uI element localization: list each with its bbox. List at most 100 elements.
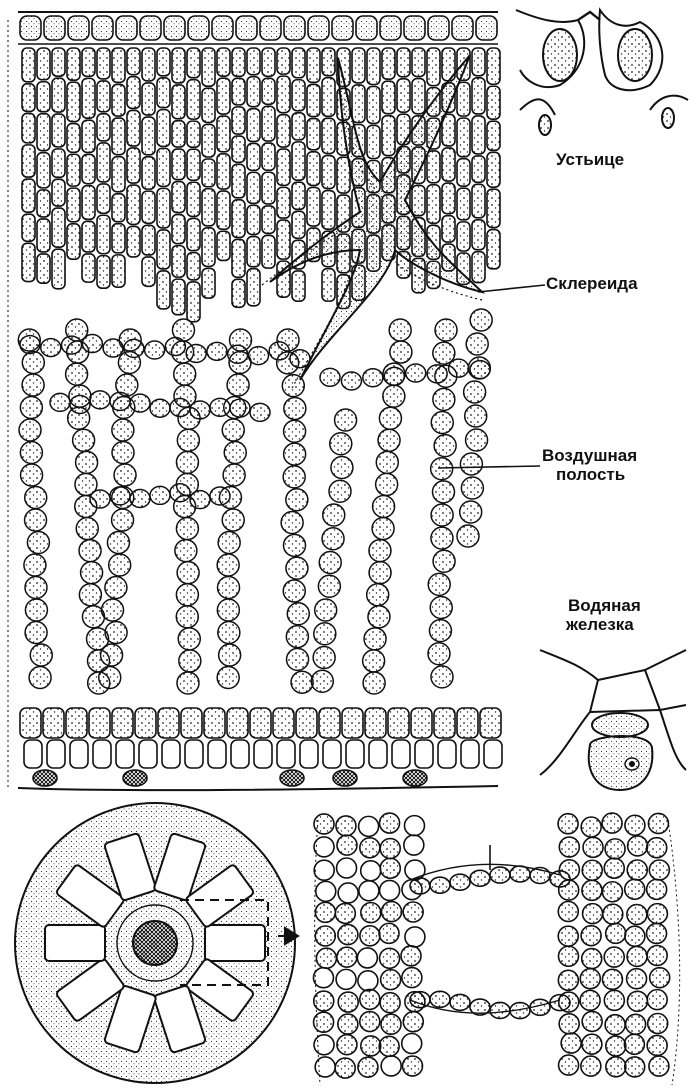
- epidermis-cell: [428, 16, 449, 40]
- spongy-cell: [22, 352, 44, 374]
- spongy-cell: [207, 342, 227, 360]
- spongy-cell: [390, 341, 412, 363]
- spongy-cell: [105, 577, 127, 599]
- tissue-cell: [361, 903, 381, 923]
- palisade-cell: [127, 226, 140, 257]
- tissue-cell: [582, 880, 602, 900]
- spongy-cell: [284, 397, 306, 419]
- palisade-cell: [472, 48, 485, 76]
- spongy-cell: [466, 333, 488, 355]
- lower-cell: [162, 740, 180, 768]
- tissue-cell: [627, 946, 647, 966]
- spongy-cell: [24, 554, 46, 576]
- tissue-cell: [336, 969, 356, 989]
- palisade-cell: [367, 48, 380, 85]
- palisade-cell: [292, 182, 305, 209]
- bridge-cell: [450, 994, 470, 1010]
- palisade-cell: [187, 48, 200, 78]
- tissue-cell: [315, 1057, 335, 1077]
- tissue-cell: [647, 879, 667, 899]
- palisade-cell: [157, 271, 170, 309]
- upper-epidermis: [18, 12, 498, 44]
- spongy-cell: [27, 532, 49, 554]
- palisade-cell: [322, 269, 335, 301]
- tissue-cell: [559, 837, 579, 857]
- palisade-cell: [262, 172, 275, 204]
- palisade-cell: [187, 182, 200, 216]
- palisade-cell: [292, 271, 305, 301]
- spongy-cell: [105, 622, 127, 644]
- spongy-cell: [466, 429, 488, 451]
- tissue-cell: [335, 1058, 355, 1078]
- palisade-cell: [472, 78, 485, 114]
- stem-chamber: [45, 925, 105, 961]
- palisade-cell: [307, 152, 320, 186]
- lower-epidermis: [18, 708, 502, 790]
- palisade-cell: [292, 142, 305, 180]
- palisade-cell: [187, 253, 200, 280]
- spongy-cell: [222, 509, 244, 531]
- palisade-cell: [127, 185, 140, 224]
- epidermis-cell: [236, 16, 257, 40]
- tissue-cell: [647, 904, 667, 924]
- palisade-cell: [37, 219, 50, 252]
- spongy-cell: [449, 359, 469, 377]
- lower-cell: [346, 740, 364, 768]
- palisade-cell: [172, 246, 185, 278]
- epidermis-cell: [380, 16, 401, 40]
- palisade-cell: [352, 85, 365, 123]
- tissue-cell: [380, 948, 400, 968]
- palisade-cell: [157, 230, 170, 269]
- spongy-cell: [73, 429, 95, 451]
- palisade-cell: [457, 188, 470, 220]
- spongy-cell: [314, 623, 336, 645]
- spongy-cell: [460, 453, 482, 475]
- epidermis-cell: [284, 16, 305, 40]
- palisade-cell: [217, 116, 230, 152]
- tissue-cell: [338, 992, 358, 1012]
- lower-cell: [388, 708, 409, 738]
- palisade-cell: [22, 214, 35, 241]
- epidermis-cell: [140, 16, 161, 40]
- tissue-cell: [624, 1034, 644, 1054]
- palisade-cell: [232, 107, 245, 134]
- spongy-cell: [284, 420, 306, 442]
- spongy-cell: [286, 626, 308, 648]
- spongy-cell: [250, 403, 270, 421]
- tissue-cell: [315, 926, 335, 946]
- tissue-cell: [361, 861, 381, 881]
- lower-cell: [20, 708, 41, 738]
- spongy-cell: [25, 487, 47, 509]
- tissue-cell: [602, 969, 622, 989]
- spongy-cell: [41, 339, 61, 357]
- tissue-cell: [627, 969, 647, 989]
- spongy-cell: [186, 344, 206, 362]
- spongy-mesh: [18, 309, 492, 694]
- palisade-cell: [352, 48, 365, 83]
- palisade-cell: [97, 81, 110, 112]
- spongy-cell: [428, 573, 450, 595]
- spongy-cell: [248, 347, 268, 365]
- spongy-cell: [70, 395, 90, 413]
- palisade-cell: [247, 205, 260, 234]
- lower-cell: [438, 740, 456, 768]
- spongy-cell: [369, 540, 391, 562]
- epidermis-cell: [452, 16, 473, 40]
- spongy-cell: [25, 622, 47, 644]
- tissue-cell: [404, 816, 424, 836]
- tissue-cell: [405, 927, 425, 947]
- palisade-cell: [202, 48, 215, 86]
- palisade-cell: [277, 115, 290, 147]
- tissue-cell: [582, 1011, 602, 1031]
- spongy-cell: [428, 643, 450, 665]
- spongy-cell: [76, 451, 98, 473]
- spongy-cell: [25, 599, 47, 621]
- tissue-cell: [648, 813, 668, 833]
- spongy-cell: [177, 429, 199, 451]
- palisade-cell: [52, 48, 65, 76]
- spongy-cell: [81, 562, 103, 584]
- tissue-cell: [361, 1036, 381, 1056]
- palisade-cell: [172, 121, 185, 147]
- palisade-cell: [67, 82, 80, 121]
- spongy-cell: [286, 557, 308, 579]
